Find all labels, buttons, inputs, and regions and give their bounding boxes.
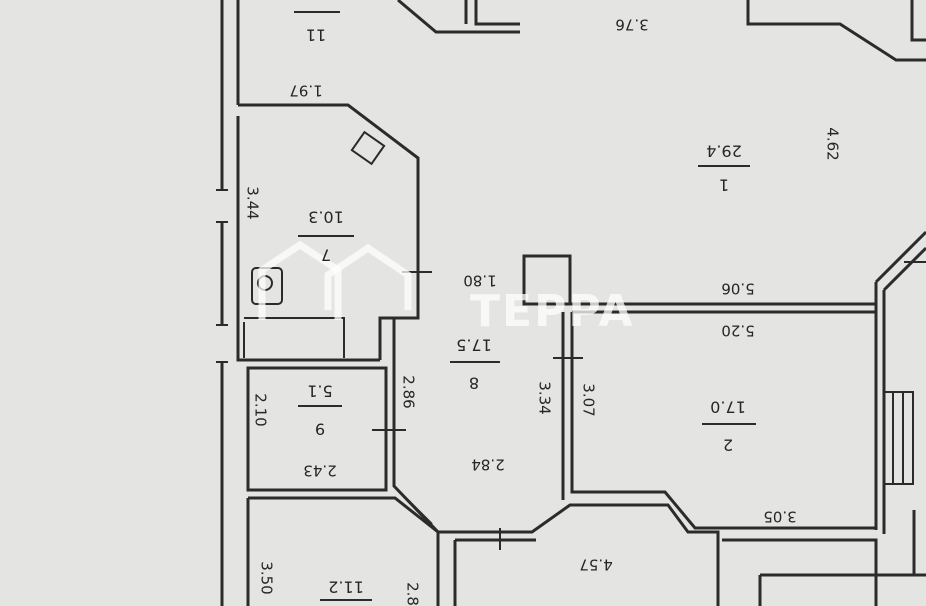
dimension-label: 4.62 <box>824 127 842 160</box>
dimension-label: 3.07 <box>580 383 598 416</box>
watermark: TEPPA <box>258 240 635 337</box>
room-number: 8 <box>469 374 479 393</box>
door-marks <box>216 189 583 550</box>
dimension-label: 2.84 <box>471 456 504 474</box>
room-area: 10.3 <box>308 208 344 227</box>
room-number: 11 <box>306 26 326 45</box>
dimension-label: 3.05 <box>763 508 796 526</box>
room-area: 29.4 <box>706 142 742 161</box>
room-number: 1 <box>719 176 729 195</box>
dimension-label: 2.86 <box>400 375 418 408</box>
room-number: 7 <box>321 246 331 265</box>
dimension-label: 3.50 <box>258 561 276 594</box>
dimension-label: 3.44 <box>244 186 262 219</box>
room-area: 17.0 <box>710 398 746 417</box>
dimension-label: 3.76 <box>615 16 648 34</box>
walls <box>220 0 926 606</box>
room-number: 2 <box>723 436 733 455</box>
dimension-label: 2.43 <box>303 462 336 480</box>
dimension-label: 2.8 <box>404 582 422 606</box>
dimension-label: 5.20 <box>721 322 754 340</box>
dimension-label: 1.97 <box>289 82 322 100</box>
dimension-label: 3.34 <box>536 381 554 414</box>
labels: 3.76 1.97 4.62 3.44 1.80 5.06 5.20 3.34 … <box>244 11 842 606</box>
dimension-label: 2.10 <box>252 393 270 426</box>
dimension-label: 4.57 <box>579 556 612 574</box>
dimension-label: 5.06 <box>721 280 754 298</box>
room-area: 5.1 <box>307 382 332 401</box>
dimension-label: 1.80 <box>463 272 496 290</box>
watermark-text: TEPPA <box>470 286 635 337</box>
watermark-house-icon <box>258 240 342 320</box>
room-number: 9 <box>315 420 325 439</box>
room-area: 11.2 <box>328 578 364 597</box>
room-area: 17.5 <box>456 336 492 355</box>
